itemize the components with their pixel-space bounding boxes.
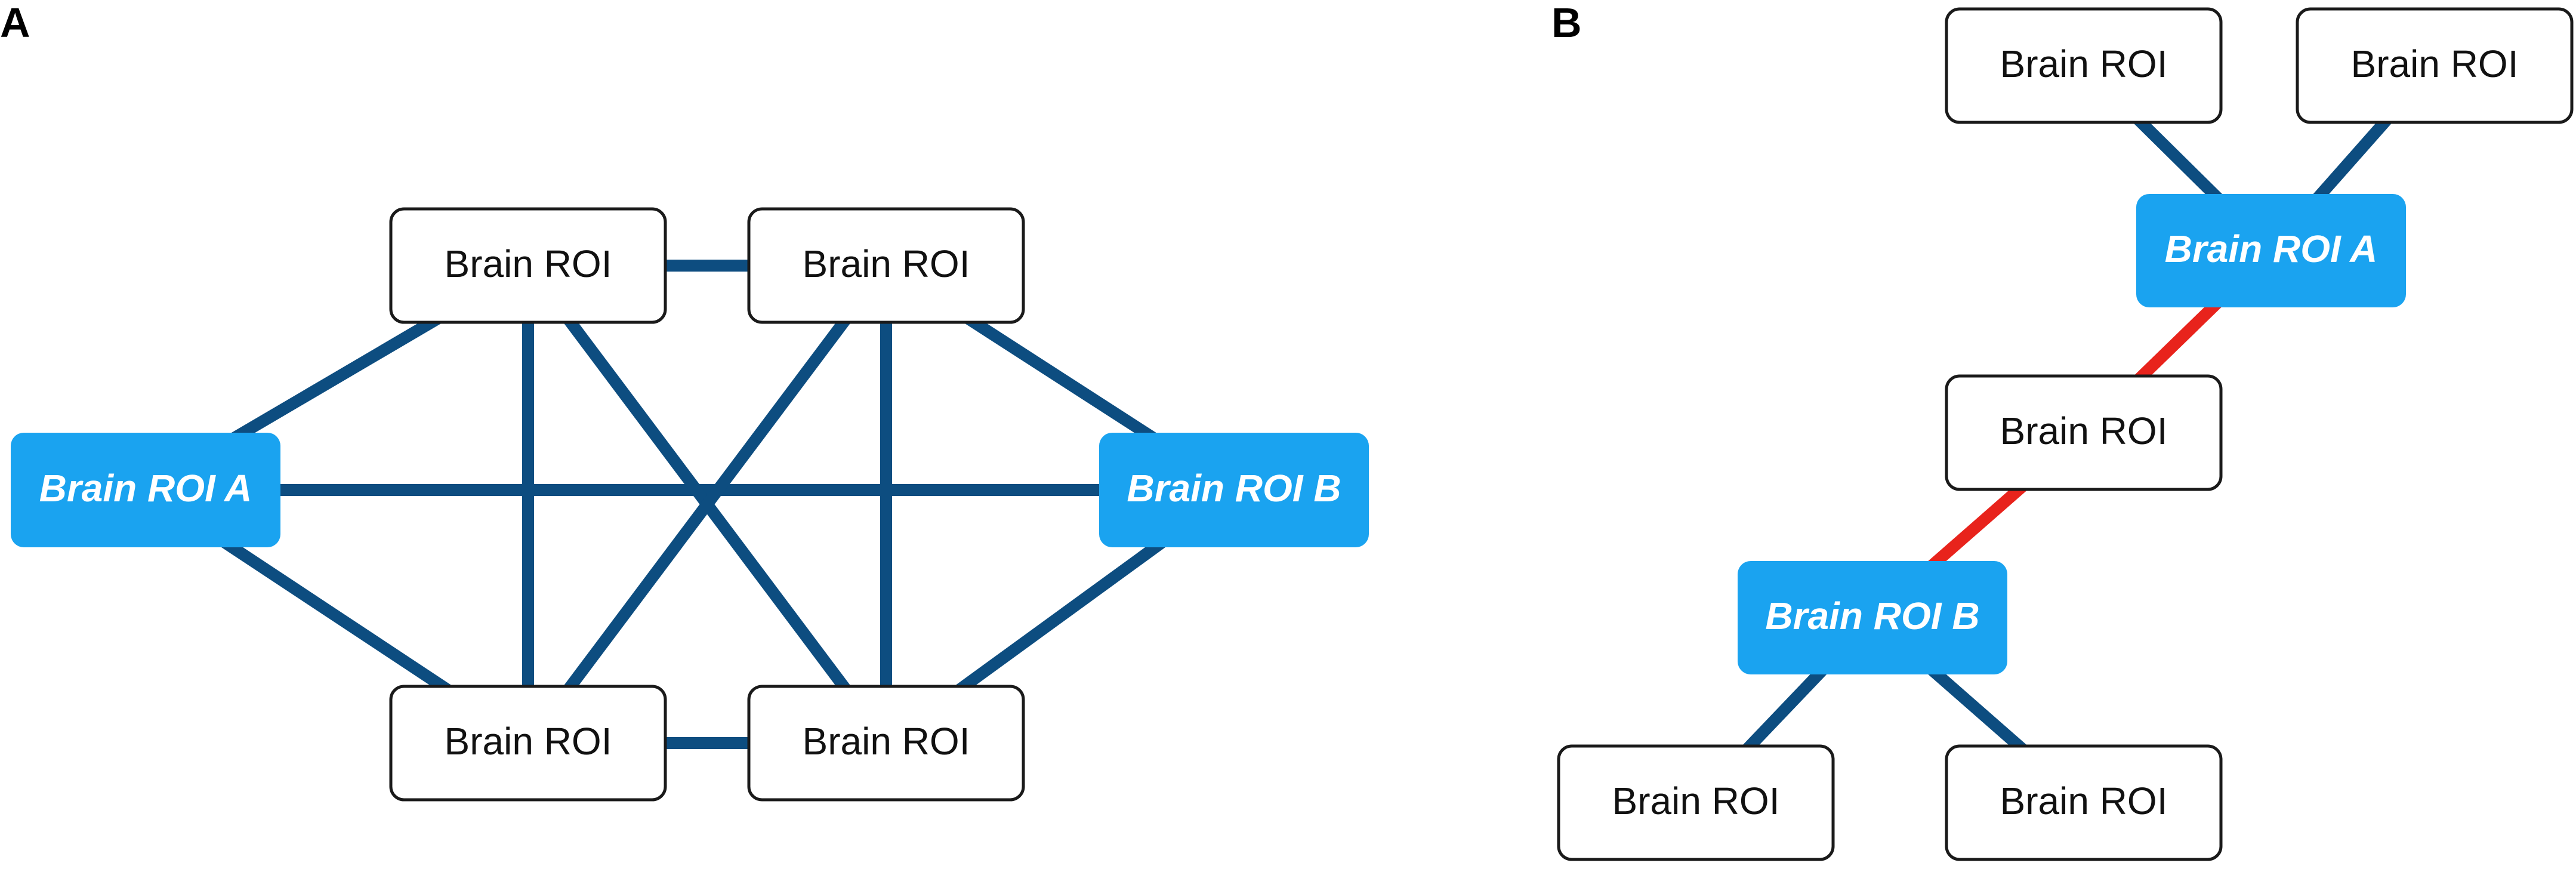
node-box-roi_top_1	[389, 207, 667, 324]
node-roi_bottom_1: Brain ROI	[389, 685, 667, 802]
panel-b-label: B	[1551, 0, 1582, 46]
node-b_top_right: Brain ROI	[2296, 7, 2574, 124]
edge-roi_top_2-roi_bottom_1	[523, 262, 891, 747]
node-box-b_top_right	[2296, 7, 2574, 124]
node-box-b_roi_b	[1738, 561, 2007, 674]
node-label-b_top_right: Brain ROI	[2351, 42, 2519, 85]
node-label-roi_b: Brain ROI B	[1127, 467, 1341, 510]
node-box-roi_b	[1099, 433, 1369, 547]
node-box-roi_a	[11, 433, 280, 547]
panel-a-nodes: Brain ROI A Brain ROI Brain ROI Brain ROI Br…	[11, 207, 1369, 802]
node-roi_a: Brain ROI A	[11, 433, 280, 547]
node-label-roi_top_2: Brain ROI	[803, 242, 970, 285]
node-label-b_roi_a: Brain ROI A	[2165, 227, 2378, 270]
node-box-b_bottom_left	[1557, 744, 1835, 861]
node-box-roi_top_2	[747, 207, 1025, 324]
node-box-b_roi_a	[2136, 194, 2406, 307]
node-roi_top_1: Brain ROI	[389, 207, 667, 324]
node-box-b_middle	[1945, 374, 2223, 491]
node-b_roi_b: Brain ROI B	[1738, 561, 2007, 674]
node-b_middle: Brain ROI	[1945, 374, 2223, 491]
node-box-roi_bottom_1	[389, 685, 667, 802]
node-b_bottom_right: Brain ROI	[1945, 744, 2223, 861]
node-b_bottom_left: Brain ROI	[1557, 744, 1835, 861]
node-roi_bottom_2: Brain ROI	[747, 685, 1025, 802]
node-b_top_left: Brain ROI	[1945, 7, 2223, 124]
panel-a-edges	[142, 260, 1238, 749]
node-label-b_bottom_left: Brain ROI	[1612, 779, 1780, 822]
node-b_roi_a: Brain ROI A	[2136, 194, 2406, 307]
node-box-b_top_left	[1945, 7, 2223, 124]
node-box-b_bottom_right	[1945, 744, 2223, 861]
node-label-b_bottom_right: Brain ROI	[2000, 779, 2168, 822]
node-label-roi_a: Brain ROI A	[39, 467, 252, 510]
node-label-b_middle: Brain ROI	[2000, 409, 2168, 452]
node-label-b_roi_b: Brain ROI B	[1765, 594, 1979, 637]
panel-b-nodes: Brain ROI Brain ROI Brain ROI A Brain ROI Br…	[1557, 7, 2574, 861]
node-box-roi_bottom_2	[747, 685, 1025, 802]
node-label-b_top_left: Brain ROI	[2000, 42, 2168, 85]
node-roi_b: Brain ROI B	[1099, 433, 1369, 547]
node-roi_top_2: Brain ROI	[747, 207, 1025, 324]
node-label-roi_top_1: Brain ROI	[445, 242, 612, 285]
node-label-roi_bottom_1: Brain ROI	[445, 720, 612, 763]
panel-a-label: A	[0, 0, 30, 46]
node-label-roi_bottom_2: Brain ROI	[803, 720, 970, 763]
